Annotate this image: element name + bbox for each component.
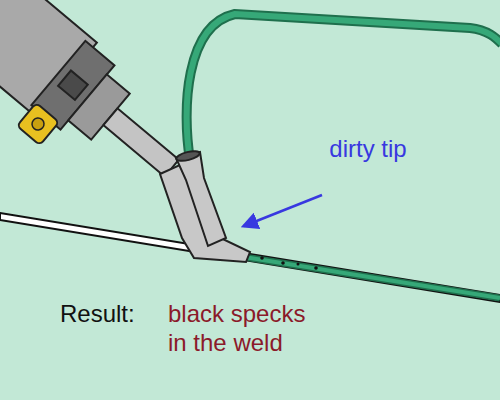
black-specks [260, 256, 318, 270]
result-text: black specks in the weld [168, 300, 330, 358]
leader-arrow [244, 195, 322, 226]
yellow-knob [17, 103, 59, 145]
speed-tip [160, 149, 250, 262]
weld-bead-outline [238, 256, 500, 298]
weld-bead [238, 256, 500, 298]
result-label: Result: [60, 300, 160, 329]
callout-label: dirty tip [326, 136, 410, 161]
plastic-sheet [0, 213, 500, 302]
